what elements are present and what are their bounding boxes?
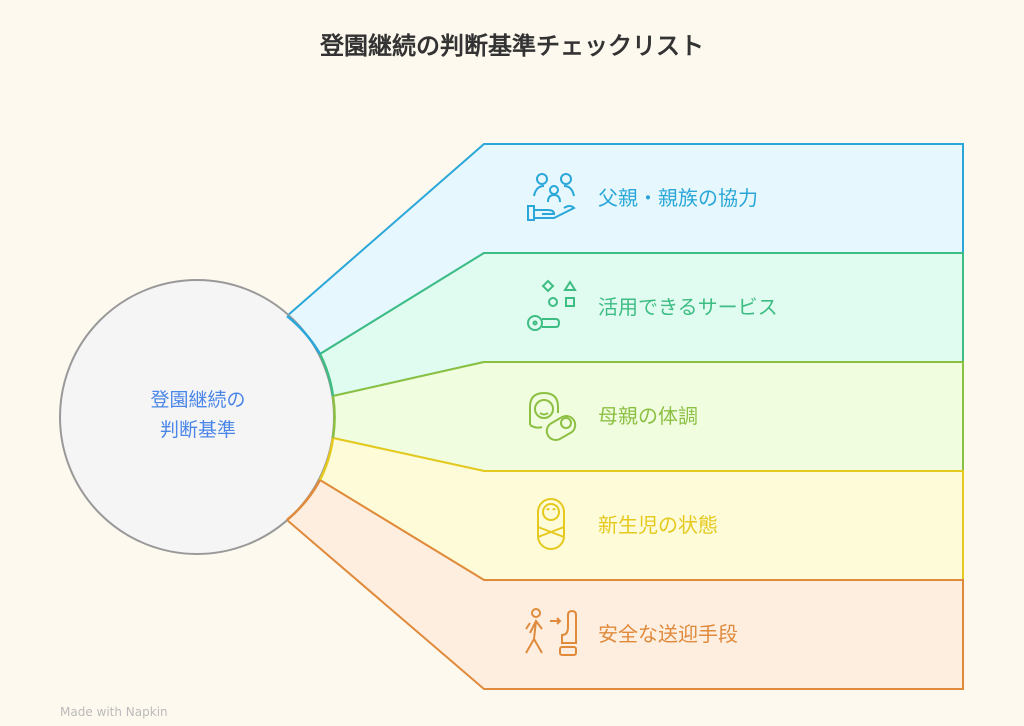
family-support-icon: [527, 173, 576, 221]
criterion-newborn: 新生児の状態: [598, 513, 718, 537]
center-label-line1: 登園継続の: [150, 389, 246, 411]
napkin-credit: Made with Napkin: [60, 705, 168, 719]
center-label: 登園継続の 判断基準: [100, 385, 296, 445]
criterion-services: 活用できるサービス: [598, 295, 778, 319]
criterion-mother-health: 母親の体調: [598, 404, 698, 428]
criterion-father-family: 父親・親族の協力: [598, 186, 758, 210]
criterion-transport: 安全な送迎手段: [598, 622, 738, 646]
mother-baby-icon: [529, 391, 577, 441]
walking-seat-icon: [525, 608, 577, 656]
center-label-line2: 判断基準: [159, 419, 236, 441]
newborn-icon: [537, 498, 565, 550]
diagram-title: 登園継続の判断基準チェックリスト: [320, 32, 704, 60]
services-key-icon: [527, 279, 577, 331]
